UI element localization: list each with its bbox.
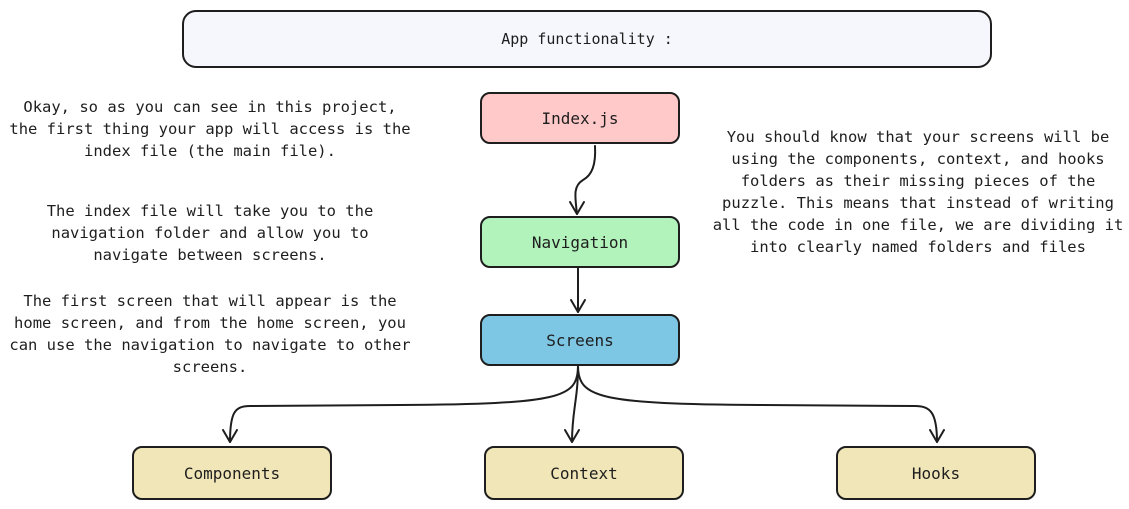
left-note-1: Okay, so as you can see in this project,… — [9, 98, 411, 160]
node-screens-label: Screens — [546, 330, 614, 350]
title-box: App functionality : — [182, 10, 992, 68]
arrowhead-screens-context — [564, 429, 580, 443]
right-note: You should know that your screens will b… — [712, 128, 1124, 256]
edge-screens-components — [229, 365, 579, 443]
edge-screens-hooks — [577, 365, 938, 443]
edge-screens-context — [571, 365, 579, 443]
node-context: Context — [484, 446, 684, 500]
node-screens: Screens — [480, 314, 680, 366]
node-components: Components — [132, 446, 332, 500]
left-note-2: The index file will take you to the navi… — [46, 202, 374, 264]
arrowhead-navigation-screens — [570, 299, 586, 313]
node-components-label: Components — [183, 463, 281, 483]
node-navigation: Navigation — [480, 216, 680, 268]
edge-index-navigation — [574, 145, 597, 215]
arrowhead-screens-components — [222, 429, 238, 443]
node-index-label: Index.js — [541, 108, 619, 128]
left-note-3: The first screen that will appear is the… — [9, 292, 411, 376]
node-hooks: Hooks — [836, 446, 1036, 500]
diagram-title: App functionality : — [501, 30, 673, 48]
node-context-label: Context — [550, 463, 618, 483]
node-navigation-label: Navigation — [531, 232, 629, 252]
node-hooks-label: Hooks — [911, 463, 961, 483]
arrowhead-screens-hooks — [929, 429, 945, 443]
arrowhead-index-navigation — [569, 201, 585, 215]
node-index: Index.js — [480, 92, 680, 144]
